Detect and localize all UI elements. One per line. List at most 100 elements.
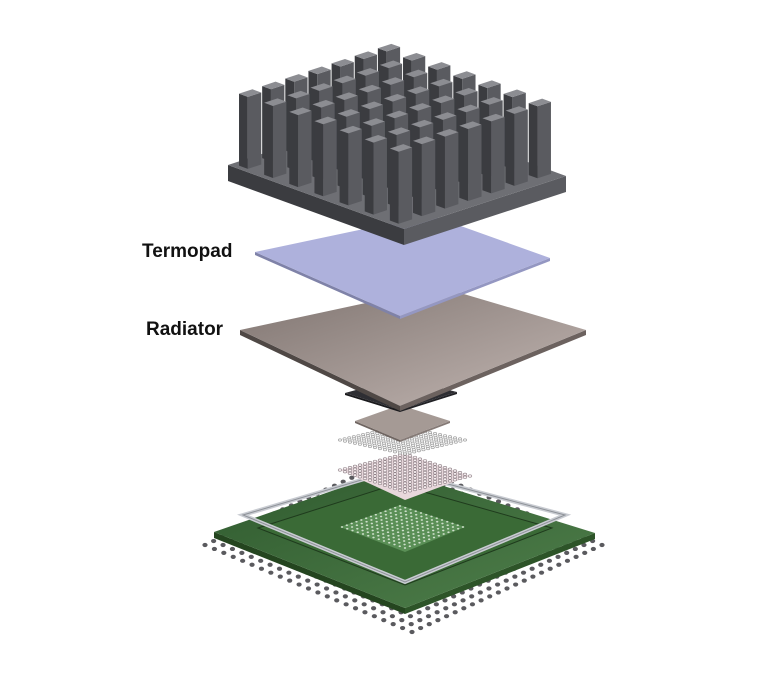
pink-bump <box>392 463 398 467</box>
bump <box>430 446 435 450</box>
die-pad-bump <box>384 510 387 513</box>
die-pad-bump <box>371 533 375 535</box>
frame-edge <box>241 469 567 583</box>
pink-bump <box>367 463 373 468</box>
solder-ball <box>362 610 368 615</box>
die-pad-bump <box>372 536 375 539</box>
solder-ball <box>599 542 605 548</box>
die-pad-bump <box>435 517 438 520</box>
solder-ball <box>409 629 415 635</box>
pink-bump <box>397 468 403 472</box>
die-pad-bump <box>340 526 344 528</box>
die-pad-bump <box>402 536 405 539</box>
pink-bump <box>392 487 398 491</box>
heatsink-fin-top <box>405 69 428 78</box>
solder-ball <box>239 550 245 556</box>
heatsink-fin-side <box>247 92 262 169</box>
heatsink-fin-front <box>459 125 469 201</box>
pink-bump <box>452 475 458 479</box>
die-pad-bump <box>431 529 435 532</box>
pink-bump <box>427 472 433 476</box>
heatsink-fin-top <box>407 86 430 94</box>
die-pad-bump <box>366 527 369 530</box>
heatsink-fin-front <box>505 110 515 186</box>
die-pad-bump <box>375 517 378 520</box>
die-pad-bump <box>382 540 386 542</box>
die-pad-bump <box>400 519 403 521</box>
die-pad-bump <box>360 526 364 528</box>
die-pad-bump <box>442 529 445 532</box>
solder-ball <box>324 594 330 599</box>
solder-ball <box>581 542 587 548</box>
die-pad-bump <box>395 517 398 520</box>
die-pad-bump <box>398 541 401 544</box>
solder-ball <box>248 554 254 559</box>
heatsink-fin-side <box>323 119 337 197</box>
pink-bump <box>397 459 403 463</box>
bump <box>337 438 342 442</box>
die-pad-bump <box>370 519 373 521</box>
solder-ball <box>268 570 274 575</box>
pink-bump <box>367 478 373 482</box>
pink-bump <box>407 468 413 472</box>
pink-bump <box>352 464 358 468</box>
heatsink-fin-top <box>377 43 401 52</box>
solder-ball <box>349 475 355 480</box>
heatsink-base-right-face <box>404 176 566 245</box>
radiator-right-face <box>400 330 586 411</box>
die-pad-bump <box>425 520 429 523</box>
pink-bump <box>407 454 413 458</box>
pink-bump <box>412 485 418 489</box>
pink-bump <box>412 458 418 462</box>
solder-ball <box>460 598 466 603</box>
pink-bump <box>372 462 378 466</box>
heatsink-fin-side <box>514 109 528 186</box>
solder-ball <box>381 618 387 623</box>
solder-ball <box>469 594 475 599</box>
die-pad-bump <box>350 526 354 528</box>
pink-bump <box>417 483 423 487</box>
heatsink-fin-top <box>428 62 451 70</box>
solder-ball <box>477 590 483 595</box>
pink-bump <box>442 477 448 481</box>
pink-bump <box>367 461 373 465</box>
bump <box>387 449 392 453</box>
die-pad-bump <box>400 515 403 518</box>
die-pad-bump <box>392 533 395 535</box>
bump <box>439 443 444 447</box>
pink-bump <box>392 460 398 464</box>
pink-bump <box>397 485 403 489</box>
pink-bump <box>432 477 438 481</box>
pink-bump <box>382 483 388 487</box>
radiator-label: Radiator <box>146 319 224 340</box>
heatsink-fin-top <box>455 87 478 96</box>
solder-ball <box>513 582 519 587</box>
heatsink-fin-front <box>436 133 445 209</box>
pink-bump <box>422 479 428 483</box>
pink-bump <box>402 467 408 471</box>
die-pad-bump <box>426 527 430 530</box>
die-pad-bump <box>376 527 379 530</box>
bump <box>372 446 377 450</box>
solder-ball <box>399 618 405 623</box>
termopad-label: Termopad <box>142 241 233 262</box>
pink-bump <box>367 469 373 473</box>
die-cover-left-face <box>345 393 400 412</box>
pink-bump <box>397 488 403 492</box>
heatsink-fin-top <box>387 127 411 135</box>
solder-ball <box>277 574 283 579</box>
heatsink-fin-front <box>314 121 324 197</box>
solder-ball <box>494 582 501 587</box>
heatsink-fin-top <box>505 106 528 114</box>
pink-bump <box>432 480 438 484</box>
pink-bump <box>392 454 398 459</box>
substrate-right-face <box>405 533 595 614</box>
pink-bump <box>397 465 403 469</box>
pink-bump <box>392 478 398 482</box>
die-pad-bump <box>394 513 398 516</box>
solder-ball <box>452 610 458 615</box>
solder-ball <box>555 554 561 559</box>
solder-ball <box>295 574 301 579</box>
heatsink-fin-top <box>356 68 379 76</box>
die-pad-bump <box>435 520 439 523</box>
